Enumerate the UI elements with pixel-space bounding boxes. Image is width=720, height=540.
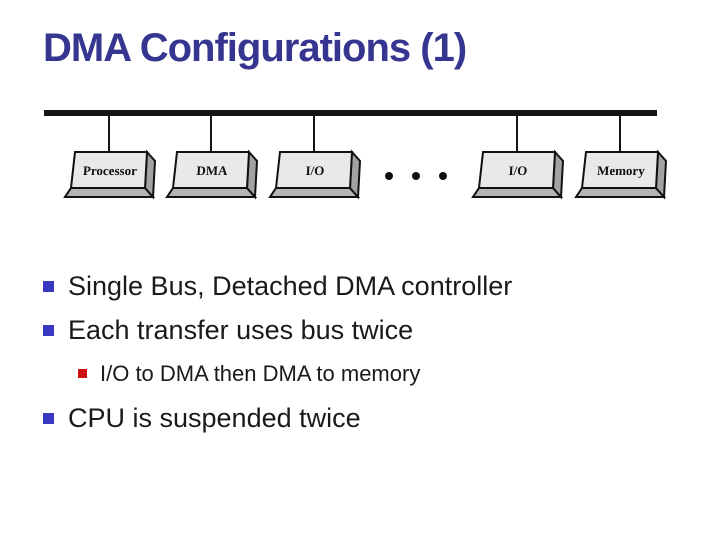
diagram-box-processor: Processor: [63, 149, 161, 203]
box-label: Memory: [596, 162, 646, 178]
box-label: DMA: [196, 162, 228, 178]
diagram-box-io-1: I/O: [268, 149, 366, 203]
diagram-box-io-2: I/O: [471, 149, 569, 203]
box-3d-shape: [165, 149, 259, 200]
dot-icon: [439, 172, 447, 180]
bullet-text: Each transfer uses bus twice: [68, 315, 414, 345]
bullet-item: CPU is suspended twice: [43, 402, 361, 434]
box-3d-shape: [63, 149, 157, 200]
dot-icon: [412, 172, 420, 180]
bullet-square-icon: [78, 369, 87, 378]
bus-line: [44, 110, 657, 116]
box-3d-shape: [471, 149, 565, 200]
dot-icon: [385, 172, 393, 180]
slide-title: DMA Configurations (1): [43, 26, 467, 70]
bullet-square-icon: [43, 413, 54, 424]
bus-connector: [313, 114, 315, 152]
bus-connector: [619, 114, 621, 152]
bus-connector: [108, 114, 110, 152]
bullet-text: I/O to DMA then DMA to memory: [100, 361, 421, 386]
bullet-item: Each transfer uses bus twice: [43, 314, 413, 346]
bullet-square-icon: [43, 281, 54, 292]
bullet-text: Single Bus, Detached DMA controller: [68, 271, 513, 301]
diagram-box-memory: Memory: [574, 149, 672, 203]
box-3d-shape: [574, 149, 668, 200]
bullet-square-icon: [43, 325, 54, 336]
diagram-box-dma: DMA: [165, 149, 263, 203]
bus-connector: [516, 114, 518, 152]
ellipsis-dots: [385, 172, 447, 180]
bullet-text: CPU is suspended twice: [68, 403, 361, 433]
bus-connector: [210, 114, 212, 152]
box-label: Processor: [82, 162, 138, 178]
box-label: I/O: [305, 162, 325, 178]
bullet-item: Single Bus, Detached DMA controller: [43, 270, 512, 302]
bullet-subitem: I/O to DMA then DMA to memory: [78, 360, 420, 387]
box-label: I/O: [508, 162, 528, 178]
box-3d-shape: [268, 149, 362, 200]
